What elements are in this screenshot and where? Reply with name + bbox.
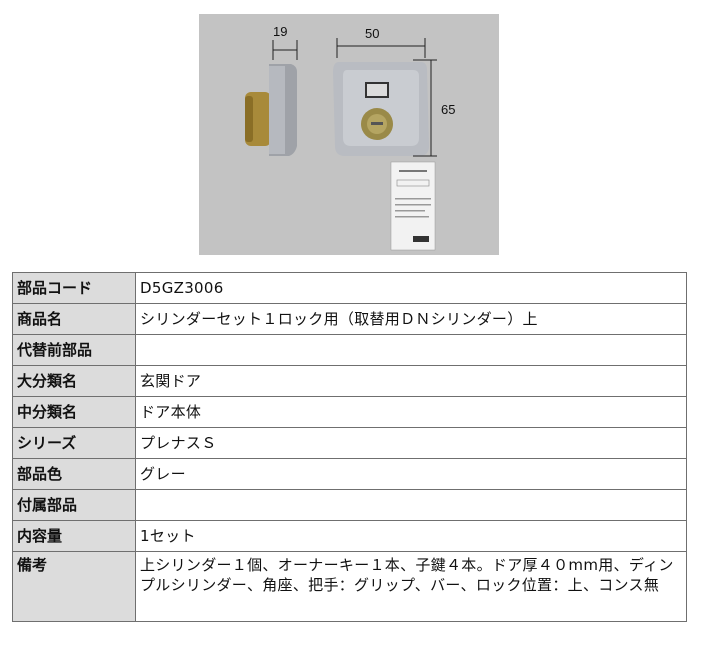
product-spec-table: 部品コード D5GZ3006 商品名 シリンダーセット１ロック用（取替用ＤＮシリ… xyxy=(12,272,687,622)
spec-row-part-color: 部品色 グレー xyxy=(12,458,687,490)
spec-label: 商品名 xyxy=(12,303,136,335)
leaflet-logo xyxy=(413,236,429,242)
spec-label: 代替前部品 xyxy=(12,334,136,366)
spec-label: 大分類名 xyxy=(12,365,136,397)
spec-value: 玄関ドア xyxy=(135,365,687,397)
spec-value: ドア本体 xyxy=(135,396,687,428)
spec-label: 部品コード xyxy=(12,272,136,304)
keyway xyxy=(371,122,383,125)
instruction-leaflet xyxy=(390,161,436,251)
spec-value: 上シリンダー１個、オーナーキー１本、子鍵４本。ドア厚４０mm用、ディンプルシリン… xyxy=(135,551,687,622)
spec-row-series: シリーズ プレナスＳ xyxy=(12,427,687,459)
spec-value xyxy=(135,334,687,366)
spec-label: 部品色 xyxy=(12,458,136,490)
spec-row-replaced-part: 代替前部品 xyxy=(12,334,687,366)
spec-value: D5GZ3006 xyxy=(135,272,687,304)
spec-label: 中分類名 xyxy=(12,396,136,428)
spec-row-accessories: 付属部品 xyxy=(12,489,687,521)
spec-row-product-name: 商品名 シリンダーセット１ロック用（取替用ＤＮシリンダー）上 xyxy=(12,303,687,335)
spec-value xyxy=(135,489,687,521)
spec-value: グレー xyxy=(135,458,687,490)
product-photo: 19 50 65 xyxy=(199,14,499,255)
spec-row-middle-category: 中分類名 ドア本体 xyxy=(12,396,687,428)
spec-row-part-code: 部品コード D5GZ3006 xyxy=(12,272,687,304)
spec-label: 備考 xyxy=(12,551,136,622)
spec-row-remarks: 備考 上シリンダー１個、オーナーキー１本、子鍵４本。ドア厚４０mm用、ディンプル… xyxy=(12,551,687,622)
product-illustration: 19 50 65 xyxy=(245,24,455,251)
dim-height-label: 65 xyxy=(441,102,455,117)
spec-value: プレナスＳ xyxy=(135,427,687,459)
spec-row-major-category: 大分類名 玄関ドア xyxy=(12,365,687,397)
spec-label: シリーズ xyxy=(12,427,136,459)
dim-depth-label: 19 xyxy=(273,24,287,39)
spec-label: 付属部品 xyxy=(12,489,136,521)
spec-value: 1セット xyxy=(135,520,687,552)
spec-label: 内容量 xyxy=(12,520,136,552)
spec-value: シリンダーセット１ロック用（取替用ＤＮシリンダー）上 xyxy=(135,303,687,335)
dim-width-label: 50 xyxy=(365,26,379,41)
spec-row-contents: 内容量 1セット xyxy=(12,520,687,552)
